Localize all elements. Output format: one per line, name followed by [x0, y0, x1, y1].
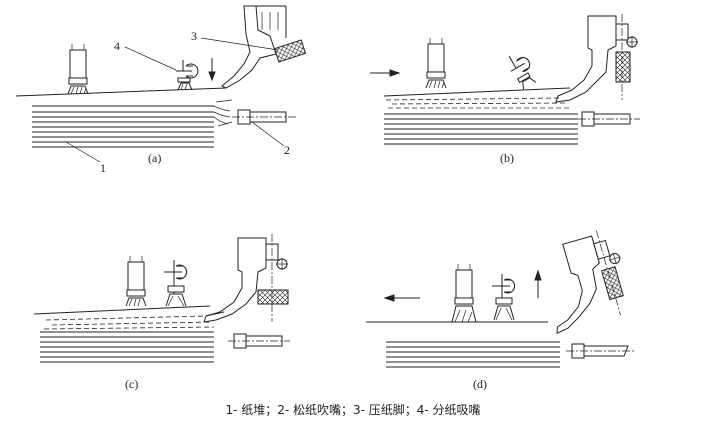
pressing-foot — [221, 5, 307, 89]
arrow-down-icon — [208, 58, 216, 82]
left-suction-nozzle — [425, 38, 447, 89]
paper-pile — [386, 341, 560, 368]
panel-d: (d) — [366, 230, 634, 391]
separator-suction-nozzle — [508, 55, 537, 90]
loose-paper-blower — [578, 111, 640, 127]
arrow-right-icon — [370, 69, 401, 77]
callout-2: 2 — [284, 143, 290, 157]
separator-suction-nozzle — [164, 260, 188, 307]
loose-paper-blower — [232, 109, 296, 125]
callout-4: 4 — [114, 39, 120, 53]
panel-label-b: (b) — [500, 151, 514, 165]
loose-paper-blower — [566, 343, 634, 359]
panel-label-c: (c) — [125, 377, 138, 391]
paper-pile — [384, 113, 578, 145]
loose-paper-blower — [228, 333, 290, 349]
separator-suction-nozzle — [176, 60, 199, 91]
left-suction-nozzle — [125, 256, 147, 307]
figure-caption: 1- 纸堆；2- 松纸吹嘴；3- 压纸脚；4- 分纸吸嘴 — [225, 402, 480, 417]
callout-1: 1 — [100, 161, 106, 175]
paper-pile — [40, 331, 214, 363]
left-suction-nozzle — [67, 44, 89, 95]
pressing-foot — [555, 14, 638, 103]
separator-suction-nozzle — [492, 274, 516, 321]
callout-leaders — [65, 37, 285, 163]
panel-label-a: (a) — [148, 151, 161, 165]
left-suction-nozzle — [451, 264, 477, 323]
panel-a: 4 3 1 2 (a) — [15, 5, 307, 175]
panel-c: (c) — [33, 234, 290, 391]
callout-3: 3 — [191, 29, 197, 43]
pressing-foot — [203, 234, 289, 323]
panel-b: (b) — [370, 14, 640, 165]
pressing-foot — [556, 230, 624, 335]
paper-pile — [32, 105, 214, 148]
arrow-left-icon — [383, 294, 420, 302]
panel-label-d: (d) — [473, 377, 487, 391]
arrow-up-icon — [534, 269, 542, 298]
